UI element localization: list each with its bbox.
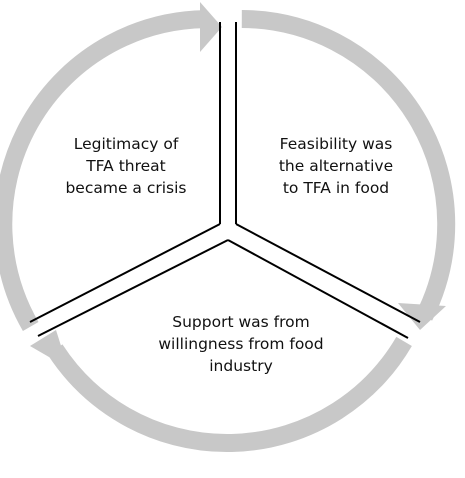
segment-support: Support was from willingness from food i… xyxy=(158,313,323,375)
arrow-arc-bottom xyxy=(47,336,412,452)
segment-dividers xyxy=(29,22,421,339)
arrow-arc-left xyxy=(0,10,206,331)
arrowhead-right xyxy=(398,303,446,330)
segment-support-line-2: willingness from food xyxy=(158,335,323,353)
segment-support-line-1: Support was from xyxy=(172,313,309,331)
arrowhead-left xyxy=(30,330,68,368)
arrow-arc-top-right xyxy=(241,10,456,321)
arrowhead-top xyxy=(200,2,222,52)
divider-right-upper xyxy=(235,223,421,323)
segment-legitimacy-line-3: became a crisis xyxy=(65,179,186,197)
segment-feasibility-line-3: to TFA in food xyxy=(283,179,389,197)
segment-legitimacy-line-1: Legitimacy of xyxy=(74,135,179,153)
cycle-arrowheads xyxy=(30,2,446,368)
segment-support-line-3: industry xyxy=(209,357,273,375)
segment-legitimacy-line-2: TFA threat xyxy=(85,157,166,175)
segment-feasibility: Feasibility was the alternative to TFA i… xyxy=(279,135,393,197)
segment-feasibility-line-2: the alternative xyxy=(279,157,393,175)
divider-right-lower xyxy=(227,239,409,339)
cycle-arrows xyxy=(0,10,456,452)
divider-left-upper xyxy=(29,223,221,323)
divider-left-lower xyxy=(37,239,229,337)
segment-feasibility-line-1: Feasibility was xyxy=(280,135,393,153)
segment-legitimacy: Legitimacy of TFA threat became a crisis xyxy=(65,135,186,197)
